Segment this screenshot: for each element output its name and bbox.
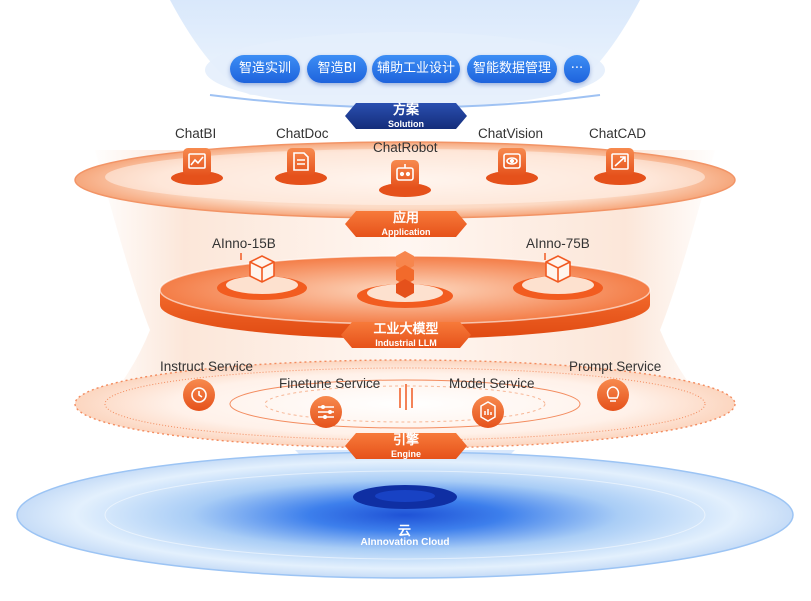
engine-tag-en: Engine [390, 449, 421, 459]
application-tag-shape [345, 211, 467, 237]
engine-tag-zh: 引擎 [392, 433, 419, 448]
llm-tag-en: Industrial LLM [375, 338, 437, 348]
solution-tag-en: Solution [388, 119, 424, 129]
cloud-tag-en: AInnovation Cloud [360, 537, 450, 548]
eye-icon [503, 153, 521, 169]
service-icon-finetune [310, 396, 342, 428]
llm-tag-shape [341, 322, 471, 348]
service-label-model[interactable]: Model Service [449, 376, 535, 391]
chart-icon [188, 153, 206, 169]
solution-tag-shape [345, 103, 467, 129]
application-tag-zh: 应用 [392, 211, 419, 226]
solution-tag: 方案 Solution [356, 103, 456, 130]
engine-tag-shape [345, 433, 467, 459]
service-label-instruct[interactable]: Instruct Service [160, 359, 254, 374]
service-label-prompt[interactable]: Prompt Service [569, 359, 662, 374]
service-icon-model [472, 396, 504, 428]
application-tag-en: Application [381, 227, 431, 237]
cloud-tag-zh: 云 [398, 524, 412, 539]
service-label-finetune[interactable]: Finetune Service [279, 376, 381, 391]
llm-tag: 工业大模型 Industrial LLM [352, 322, 460, 349]
service-icon-prompt [597, 379, 629, 411]
solution-pill-more[interactable]: ··· [564, 55, 590, 83]
model-label-15b[interactable]: AInno-15B [212, 236, 276, 251]
solution-tag-zh: 方案 [392, 103, 419, 118]
document-icon [293, 152, 309, 171]
application-tag: 应用 Application [356, 211, 456, 238]
app-label-chatrobot[interactable]: ChatRobot [373, 140, 438, 155]
cube-icon-15b [249, 255, 275, 283]
solution-pill-data[interactable]: 智能数据管理 [467, 55, 557, 83]
cube-icon-75b [545, 255, 571, 283]
llm-tag-zh: 工业大模型 [373, 322, 439, 337]
stacked-cubes-icon [396, 251, 414, 298]
solution-pill-design[interactable]: 辅助工业设计 [372, 55, 460, 83]
app-label-chatdoc[interactable]: ChatDoc [276, 126, 329, 141]
service-icon-instruct [183, 379, 215, 411]
solution-pill-training[interactable]: 智造实训 [230, 55, 300, 83]
app-label-chatbi[interactable]: ChatBI [175, 126, 217, 141]
solution-pill-bi[interactable]: 智造BI [307, 55, 367, 83]
app-label-chatcad[interactable]: ChatCAD [589, 126, 647, 141]
cad-icon [611, 153, 629, 170]
robot-icon [396, 164, 414, 181]
app-pedestal-chatrobot [379, 160, 431, 197]
engine-tag: 引擎 Engine [356, 433, 456, 460]
app-label-chatvision[interactable]: ChatVision [478, 126, 544, 141]
model-label-75b[interactable]: AInno-75B [526, 236, 590, 251]
